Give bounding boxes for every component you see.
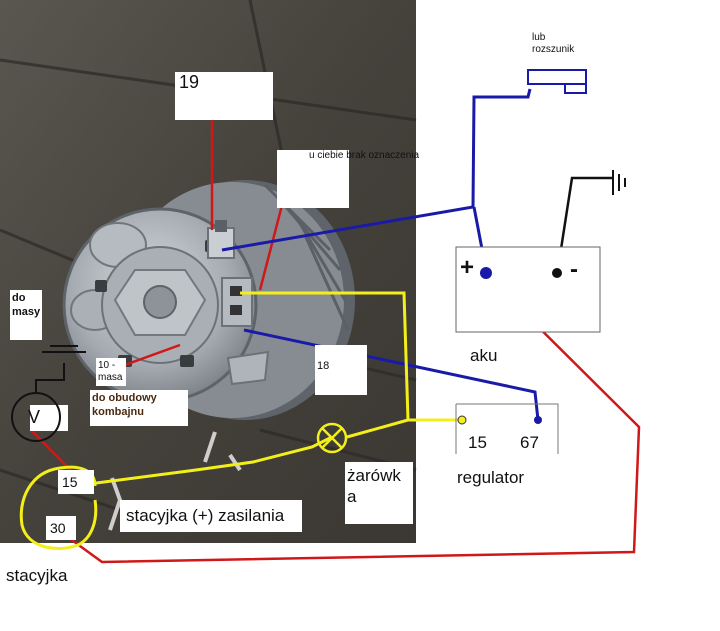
supply-label-box (120, 500, 302, 532)
missing-mark-box (277, 150, 349, 208)
ground-10-box (96, 358, 126, 386)
bulb-label-box (345, 462, 413, 524)
ground-10-label-1: 10 - (98, 360, 116, 371)
switch-15-label: 15 (62, 474, 78, 490)
bulb-symbol (316, 422, 348, 454)
fuse-label: rozszunik (532, 44, 575, 55)
to-housing-label-1: do obudowy (92, 392, 157, 404)
ignition-switch-label: stacyjka (6, 566, 68, 585)
bulb-label-2: a (347, 487, 357, 506)
battery-label: aku (470, 346, 498, 365)
terminal-19-label: 19 (179, 72, 200, 92)
switch-30-label: 30 (50, 520, 66, 536)
ground-label-box (10, 290, 42, 340)
fuse-symbol (527, 69, 587, 94)
regulator-15-label: 15 (468, 433, 487, 452)
battery-symbol (455, 246, 601, 333)
battery-plus-label: + (460, 254, 475, 281)
black-wire (555, 176, 613, 276)
supply-label: stacyjka (+) zasilania (126, 506, 285, 525)
housing-label-box (90, 390, 188, 426)
regulator-symbol (455, 403, 559, 454)
terminal-18-box (315, 345, 367, 395)
ignition-switch-symbol (46, 470, 94, 540)
terminal-19-box (175, 72, 273, 120)
regulator-label: regulator (457, 468, 525, 487)
voltmeter-label: V (28, 407, 41, 427)
or-label: lub (532, 32, 546, 43)
ground-10-label-2: masa (98, 372, 123, 383)
to-ground-label-2: masy (12, 306, 41, 318)
voltmeter-symbol (11, 345, 86, 442)
to-housing-label-2: kombajnu (92, 406, 144, 418)
to-ground-label-1: do (12, 292, 26, 304)
ground-symbol (612, 170, 626, 195)
bulb-label-1: żarówk (347, 466, 401, 485)
missing-mark-label: u ciebie brak oznaczenia (309, 150, 420, 161)
battery-minus-label: - (570, 256, 578, 283)
terminal-18-label: 18 (317, 360, 330, 372)
regulator-67-label: 67 (520, 433, 539, 452)
